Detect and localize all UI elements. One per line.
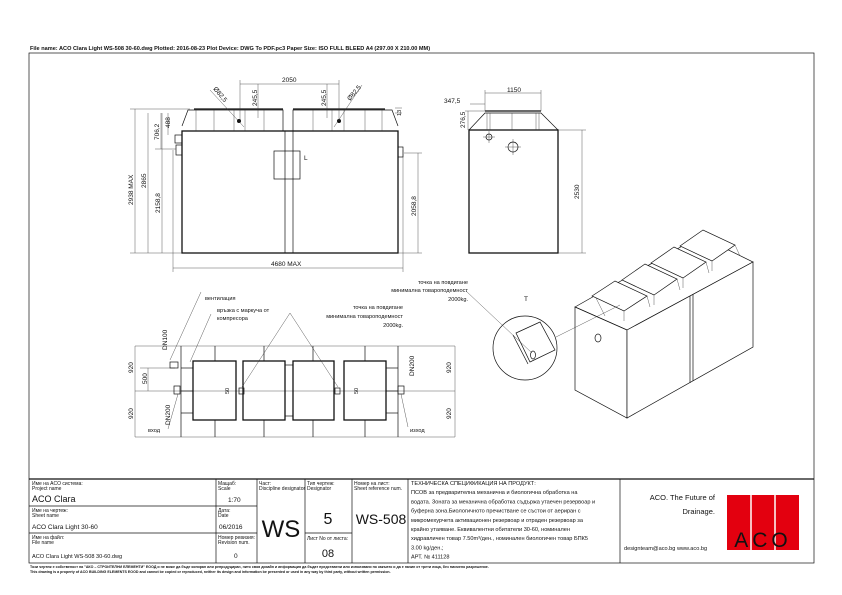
dim-488: 488 <box>165 117 172 128</box>
file-name: ACO Clara Light WS-508 30-60.dwg <box>32 554 122 560</box>
designator-label-en: Designator <box>307 486 332 492</box>
label-outlet: изход <box>410 428 425 434</box>
file-label: Име на файл: <box>32 534 64 541</box>
sheet-label-en: Sheet name <box>32 513 59 519</box>
dim-2530: 2530 <box>574 184 581 199</box>
product-specification: ТЕХНИЧЕСКА СПЕЦИФИКАЦИЯ НА ПРОДУКТ: ПСОВ … <box>411 481 595 561</box>
label-dn100: DN100 <box>162 329 169 350</box>
spec-line: 3.00 kg/ден.; <box>411 545 444 551</box>
dim-500: 500 <box>142 373 149 384</box>
label-compressor-1: връзка с маркуча от <box>217 308 270 314</box>
revision-label: Номер ревизия: <box>218 535 255 541</box>
designator-value: 5 <box>324 511 333 528</box>
footer-copyright-bg: Този чертеж е собственост на "АКО – СТРО… <box>30 565 489 569</box>
title-block: Име на ACO система: Project name ACO Cla… <box>29 478 814 574</box>
dim-706: 706,2 <box>154 123 161 140</box>
plot-info: File name: ACO Clara Light WS-508 30-60.… <box>30 46 430 52</box>
discipline-label-en: Discipline designator <box>259 486 305 492</box>
dim-245-right: 245,5 <box>321 89 328 106</box>
spec-line: ПСОВ за предварителна механична и биолог… <box>411 490 578 496</box>
sheet-number-value: 08 <box>322 548 334 560</box>
spec-line: АРТ. № 411128 <box>411 555 450 561</box>
sheet-label: Име на чертеж: <box>32 508 68 514</box>
slogan-line-1: ACO. The Future of <box>650 493 716 502</box>
sheet-name: ACO Clara Light 30-60 <box>32 524 98 531</box>
project-label-en: Project name <box>32 486 62 492</box>
reference-label: Номер на лист: <box>354 481 390 487</box>
reference-value: WS-508 <box>356 511 407 527</box>
dim-2865: 2865 <box>141 173 148 188</box>
label-dn200-in: DN200 <box>165 404 172 425</box>
lifting-point-left <box>237 119 241 123</box>
dim-2158: 2158,8 <box>155 193 162 213</box>
revision-label-en: Revision num. <box>218 540 250 546</box>
project-name: ACO Clara <box>32 494 76 504</box>
revision-value: 0 <box>234 553 238 560</box>
tank-body <box>181 130 399 254</box>
label-lift-3: 2000kg. <box>383 323 403 329</box>
dim-50-right: 50 <box>354 388 360 394</box>
dim-920-bl: 920 <box>128 408 135 419</box>
date-label-en: Date <box>218 513 229 519</box>
logo-text: ACO <box>734 529 792 552</box>
dim-1150: 1150 <box>507 87 521 94</box>
dim-2938: 2938 MAX <box>128 174 135 205</box>
dim-920-br: 920 <box>446 408 453 419</box>
file-label-en: File name <box>32 540 54 546</box>
footer-copyright-en: This drawing is a property of ACO BUILDI… <box>30 570 391 574</box>
dim-4680: 4680 MAX <box>271 261 302 268</box>
date-value: 06/2016 <box>219 524 243 531</box>
label-compressor-2: компресора <box>217 316 249 322</box>
side-view: 1150 347,5 276,5 2530 <box>444 87 586 254</box>
iso-label-lift-1: точка на повдигане <box>418 280 468 286</box>
label-dn200-out: DN200 <box>409 355 416 376</box>
aco-logo: ACO <box>727 495 799 552</box>
front-view: L 2050 245,5 245,5 Ø82,5 Ø82,5 13 2938 M… <box>128 77 422 272</box>
iso-label-lift-3: 2000kg. <box>448 297 468 303</box>
spec-line: хидравличен товар 7.50m³/ден., номинален… <box>411 536 588 542</box>
dim-diam-right: Ø82,5 <box>346 84 363 102</box>
dim-50-left: 50 <box>225 388 231 394</box>
label-ventilation: вентилация <box>205 296 236 302</box>
dim-920-tr: 920 <box>446 362 453 373</box>
spec-line: крайно утаяване. Еквивалентни обитатели … <box>411 526 570 533</box>
spec-line: микромехурчета активационен резервоар и … <box>411 518 584 524</box>
scale-label-en: Scale <box>218 486 231 492</box>
dim-347: 347,5 <box>444 98 461 105</box>
marker-t: T <box>524 296 528 303</box>
label-lift-1: точка на повдигане <box>353 305 403 311</box>
inspection-hatch <box>273 150 301 180</box>
iso-label-lift-2: минимална товароподемност <box>391 288 468 294</box>
date-label: Дата: <box>218 508 230 514</box>
plan-view: вентилация връзка с маркуча от компресор… <box>128 291 456 438</box>
dim-920-tl: 920 <box>128 362 135 373</box>
dim-2058: 2058,8 <box>411 196 418 216</box>
designator-label: Тип чертеж: <box>307 481 334 487</box>
dim-13: 13 <box>397 110 403 116</box>
spec-line: ТЕХНИЧЕСКА СПЕЦИФИКАЦИЯ НА ПРОДУКТ: <box>411 481 536 487</box>
drawing-frame <box>28 52 815 564</box>
contacts: designteam@aco.bg www.aco.bg <box>624 546 707 552</box>
slogan-line-2: Drainage. <box>682 507 715 516</box>
discipline-value: WS <box>262 516 301 543</box>
discipline-label: Част: <box>259 481 271 487</box>
isometric-view: T точка на повдигане минимална товаропод… <box>391 229 754 419</box>
scale-value: 1:70 <box>228 497 241 504</box>
dim-276: 276,5 <box>460 111 467 128</box>
label-lift-2: минимална товароподемност <box>326 314 403 320</box>
reference-label-en: Sheet reference num. <box>354 486 402 492</box>
dim-245-left: 245,5 <box>252 89 259 106</box>
project-label: Име на ACO система: <box>32 481 83 487</box>
label-inlet: вход <box>148 428 161 434</box>
dim-2050: 2050 <box>282 77 297 84</box>
spec-line: буферна зона.Биологичното пречистване се… <box>411 509 581 515</box>
dim-diam-left: Ø82,5 <box>211 86 228 104</box>
marker-l: L <box>304 155 308 162</box>
spec-line: водата. Зоната за механична обработка съ… <box>411 499 595 505</box>
scale-label: Мащаб: <box>218 481 236 487</box>
sheet-number-label: Лист No от листа: <box>307 536 348 542</box>
